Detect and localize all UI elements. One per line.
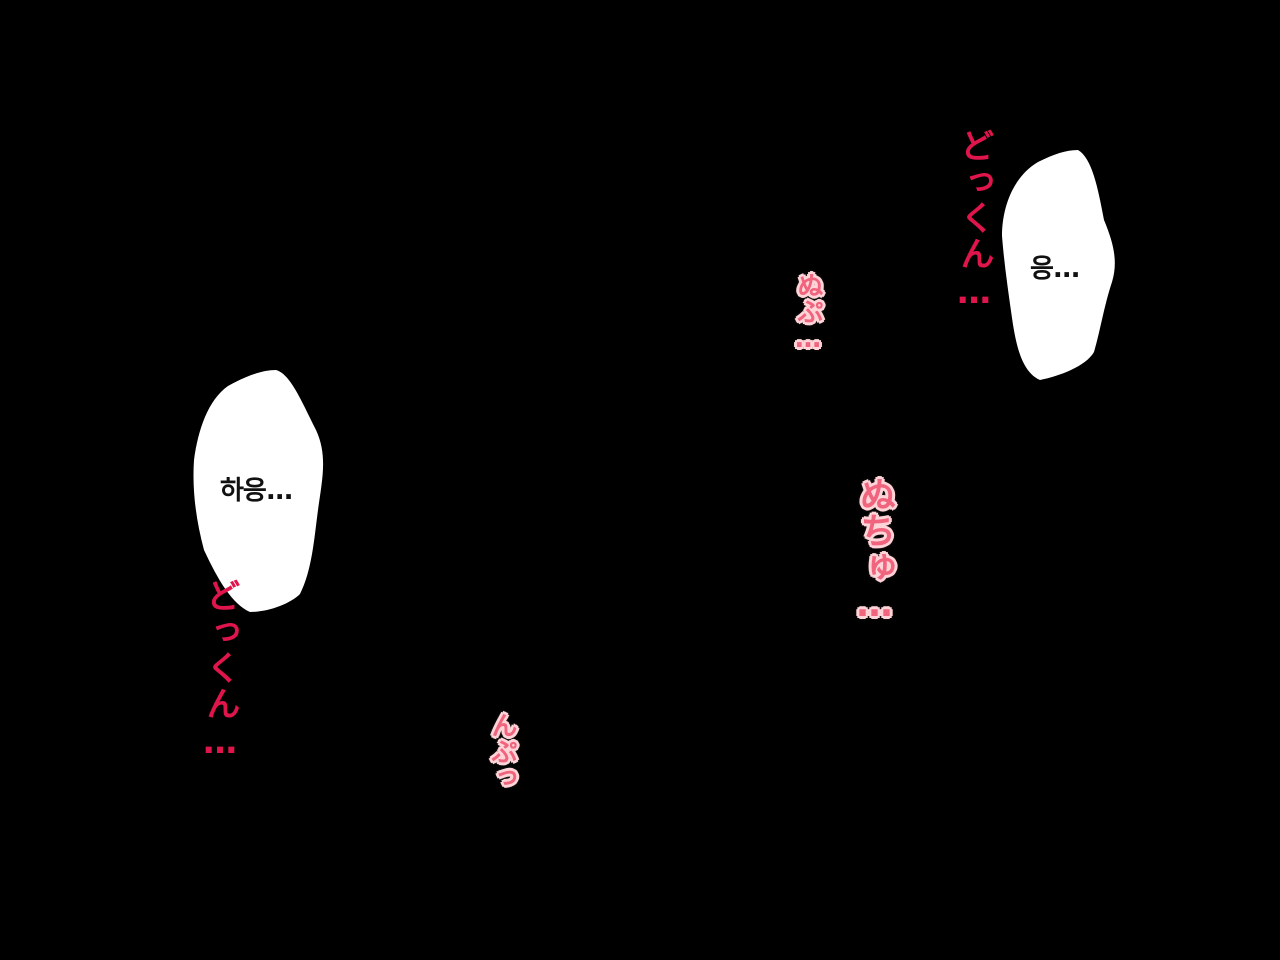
sfx-dokkun-left: どっくん… — [200, 578, 240, 764]
sfx-dokkun-right: どっくん… — [954, 128, 994, 314]
sfx-nupu: ぬぷ… — [793, 272, 823, 354]
speech-bubble-left-text: 하응... — [220, 476, 293, 506]
speech-bubble-left-shape — [193, 370, 324, 612]
sfx-npu: んぷっ — [487, 712, 517, 790]
speech-bubble-right-text: 응... — [1030, 254, 1081, 284]
speech-bubble-right-shape — [1002, 150, 1115, 380]
sfx-nuchu: ぬちゅ… — [854, 476, 895, 625]
